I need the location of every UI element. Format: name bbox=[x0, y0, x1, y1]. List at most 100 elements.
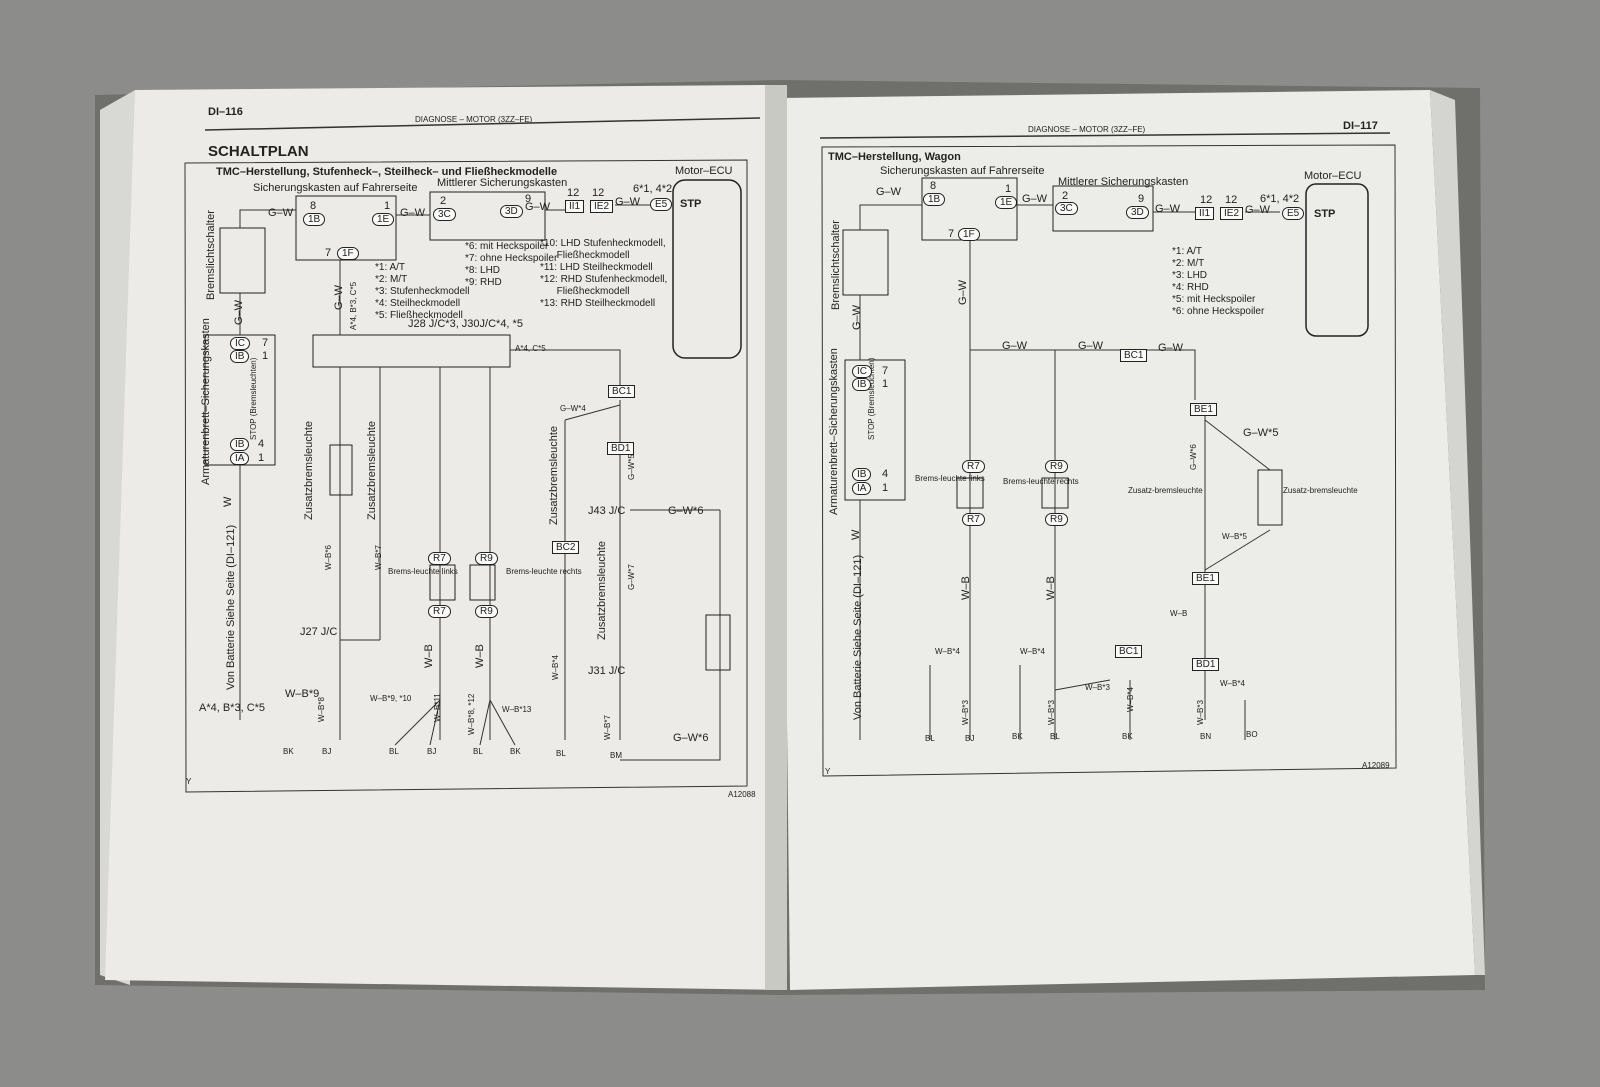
connector: 1F bbox=[337, 247, 359, 260]
brake-light-right-lamp-r bbox=[1041, 477, 1069, 509]
wire-label: A*4, B*3, C*5 bbox=[349, 281, 358, 330]
ground: BM bbox=[610, 751, 622, 760]
footnotes: *10: LHD Stufenheckmodell, Fließheckmode… bbox=[540, 238, 668, 309]
connector: BC1 bbox=[1120, 349, 1148, 362]
wire-label: W–B bbox=[960, 576, 972, 600]
wire-label: W–B*3 bbox=[1085, 683, 1110, 692]
component-label: Zusatzbremsleuchte bbox=[548, 425, 560, 525]
ground: BJ bbox=[427, 747, 437, 756]
ground: BJ bbox=[965, 734, 975, 743]
pin: 1 bbox=[262, 350, 269, 362]
component-label: Zusatz-bremsleuchte bbox=[1128, 486, 1203, 495]
component-label: J43 J/C bbox=[588, 505, 626, 517]
ground: BK bbox=[510, 747, 521, 756]
corner-mark: Y bbox=[825, 767, 831, 776]
connector: R7 bbox=[428, 552, 451, 565]
wire-label: G–W bbox=[268, 207, 294, 219]
corner-mark: Y bbox=[186, 777, 192, 786]
component-label: Zusatzbremsleuchte bbox=[303, 420, 315, 520]
junction-bar-left bbox=[312, 334, 511, 368]
wire-label: W–B*11 bbox=[433, 693, 442, 722]
pin: 7 bbox=[882, 365, 889, 377]
header-rule-right bbox=[819, 132, 1391, 139]
fusebox-driver-left bbox=[295, 195, 397, 261]
figure-code: A12089 bbox=[1362, 761, 1390, 770]
connector: IA bbox=[230, 452, 250, 465]
book-spine-shadow bbox=[765, 85, 787, 990]
wire-label: G–W*5 bbox=[1243, 427, 1279, 439]
connector: E5 bbox=[1282, 207, 1305, 220]
label-brake-switch: Bremslichtschalter bbox=[830, 220, 842, 310]
pin: 1 bbox=[1005, 183, 1012, 195]
connector: R7 bbox=[962, 513, 985, 526]
pin: 7 bbox=[325, 247, 332, 259]
wire-label: W–B*8, *12 bbox=[467, 693, 476, 735]
left-page bbox=[105, 85, 785, 990]
ground: BL bbox=[473, 747, 483, 756]
ground: BJ bbox=[322, 747, 332, 756]
footnotes: *1: A/T *2: M/T *3: Stufenheckmodell *4:… bbox=[375, 262, 470, 321]
wire-label: W–B*6 bbox=[324, 545, 333, 570]
wire-label: G–W*6 bbox=[673, 732, 709, 744]
footnotes: *6: mit Heckspoiler *7: ohne Heckspoiler… bbox=[465, 241, 558, 288]
brake-light-right-lamp bbox=[469, 564, 496, 601]
connector: IE2 bbox=[590, 200, 614, 213]
wire-label: W–B*7 bbox=[603, 715, 612, 740]
pin: 12 bbox=[592, 187, 605, 199]
component-label: Zusatz-bremsleuchte bbox=[1283, 486, 1358, 495]
wire-label: W–B*3 bbox=[1047, 700, 1056, 725]
diagram-frame-left bbox=[184, 159, 748, 793]
ecu-box-left bbox=[672, 179, 742, 359]
connector: IE2 bbox=[1220, 207, 1244, 220]
ground: BK bbox=[1012, 732, 1023, 741]
dash-fusebox-right bbox=[844, 359, 906, 501]
wire-label: W–B bbox=[423, 644, 435, 668]
connector: II1 bbox=[565, 200, 585, 213]
pin: 4 bbox=[258, 438, 265, 450]
connector: 3C bbox=[1055, 202, 1078, 215]
brake-switch-box-right bbox=[842, 229, 889, 296]
pin: 6*1, 4*2 bbox=[633, 183, 673, 195]
pin: 12 bbox=[567, 187, 580, 199]
page-header: DIAGNOSE – MOTOR (3ZZ–FE) bbox=[415, 115, 533, 124]
page-number: DI–116 bbox=[208, 106, 243, 118]
connector: IB bbox=[852, 378, 872, 391]
ground: BL bbox=[556, 749, 566, 758]
wire-label: G–W bbox=[615, 196, 641, 208]
fusebox-mid-left bbox=[429, 191, 546, 241]
connector: IB bbox=[852, 468, 872, 481]
ground: BN bbox=[1200, 732, 1212, 741]
component-label: Brems-leuchte links bbox=[388, 567, 458, 576]
footnotes: *1: A/T *2: M/T *3: LHD *4: RHD *5: mit … bbox=[1172, 246, 1265, 317]
pin: 9 bbox=[1138, 193, 1145, 205]
wire-label: G–W bbox=[1245, 204, 1271, 216]
connector: BE1 bbox=[1190, 403, 1217, 416]
wire-label: G–W bbox=[525, 201, 551, 213]
connector: BC1 bbox=[608, 385, 636, 398]
wire-label: W–B bbox=[474, 644, 486, 668]
wire-label: G–W*5 bbox=[627, 454, 636, 480]
brake-light-left-lamp-r bbox=[956, 477, 984, 509]
label-ecu: Motor–ECU bbox=[1304, 170, 1362, 182]
connector: II1 bbox=[1195, 207, 1215, 220]
label-junction: J28 J/C*3, J30J/C*4, *5 bbox=[408, 318, 523, 330]
connector: R9 bbox=[475, 605, 498, 618]
wire-label: G–W bbox=[1022, 193, 1048, 205]
pin: 1 bbox=[882, 378, 889, 390]
wire-label: W bbox=[850, 529, 862, 540]
component-label: Zusatzbremsleuchte bbox=[596, 540, 608, 640]
pin: 1 bbox=[384, 200, 391, 212]
pin: 2 bbox=[1062, 190, 1069, 202]
wire-label: W–B*4 bbox=[551, 655, 560, 680]
wire-label: W–B bbox=[1170, 609, 1188, 618]
connector: BC1 bbox=[1115, 645, 1143, 658]
pin: 12 bbox=[1225, 194, 1238, 206]
label-stop-fuse: STOP (Bremsleuchten) bbox=[249, 357, 258, 440]
pin: 1 bbox=[882, 482, 889, 494]
connector: 1B bbox=[923, 193, 946, 206]
wire-label: W–B*8 bbox=[317, 697, 326, 722]
component-label: Brems-leuchte rechts bbox=[1003, 477, 1079, 486]
label-dash-fusebox: Armaturenbrett–Sicherungskasten bbox=[200, 318, 212, 485]
wire-label: G–W bbox=[1002, 340, 1028, 352]
component-label: Brems-leuchte links bbox=[915, 474, 985, 483]
